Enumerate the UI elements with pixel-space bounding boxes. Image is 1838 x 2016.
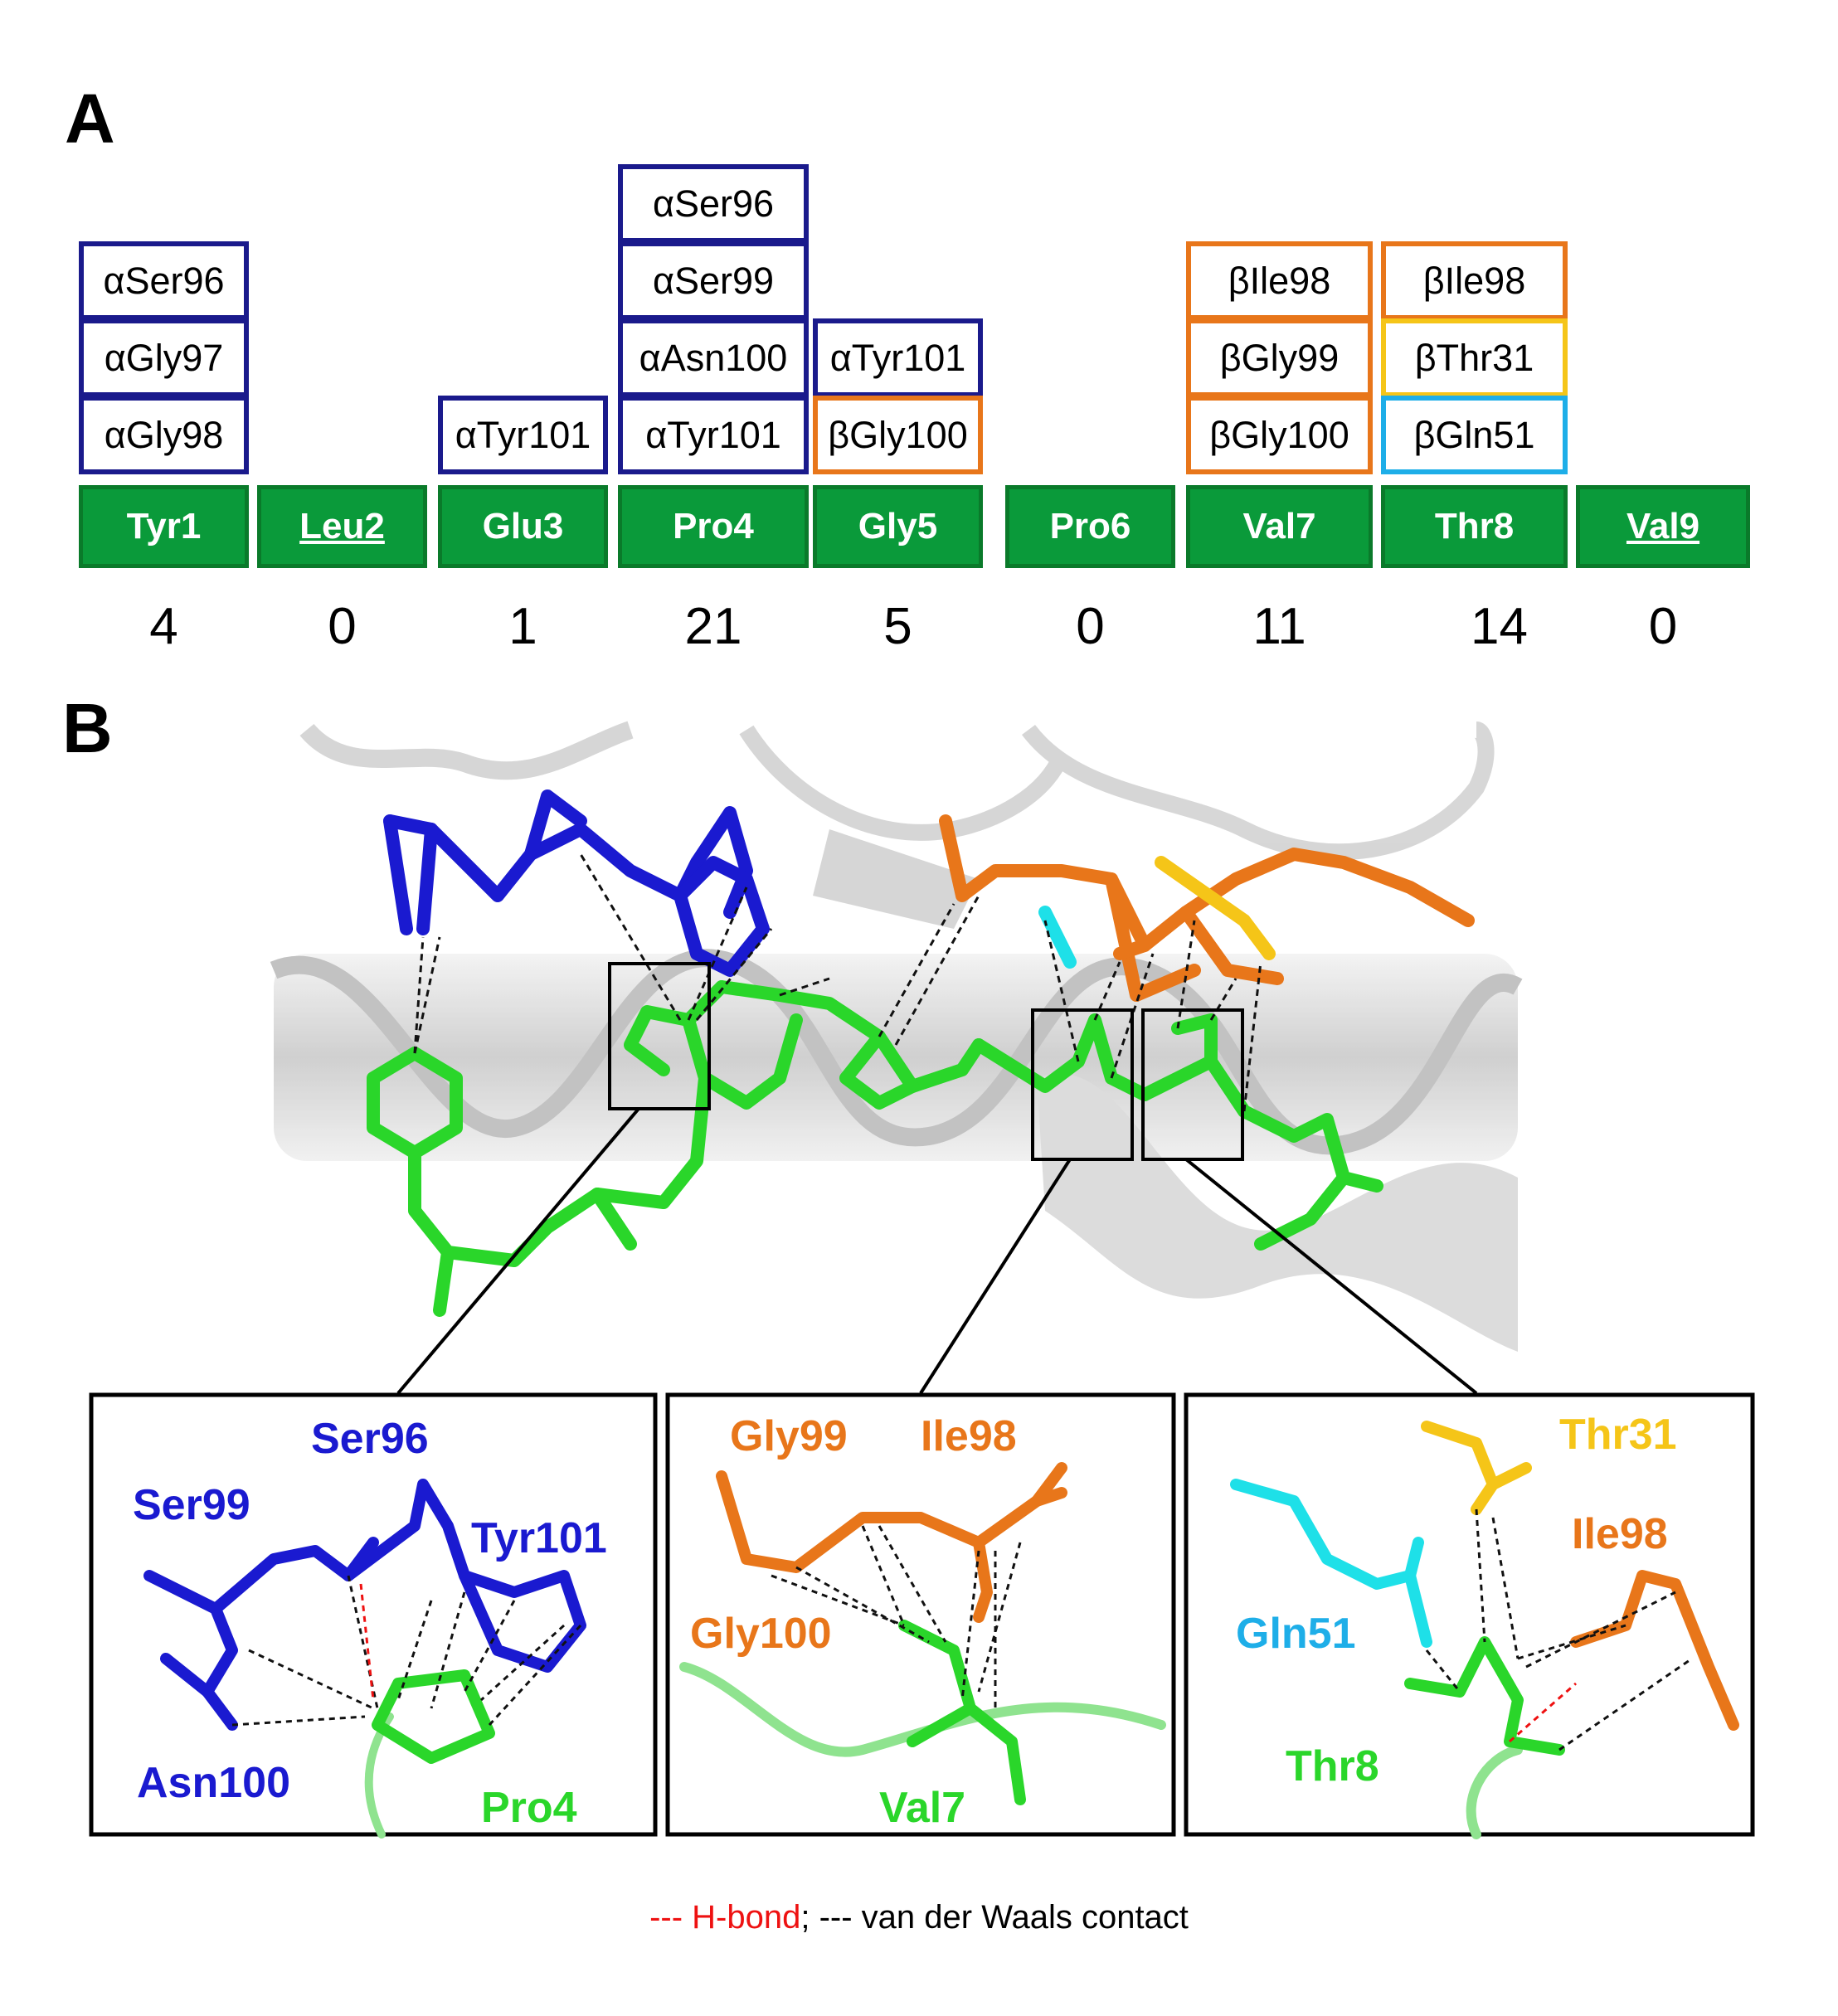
legend-vdw: --- van der Waals contact xyxy=(810,1899,1188,1936)
alpha-chain-residues xyxy=(390,796,763,970)
label-ser99: Ser99 xyxy=(133,1480,250,1530)
label-gly100: Gly100 xyxy=(690,1609,832,1659)
label-ile98-2: Ile98 xyxy=(1572,1509,1668,1559)
label-ser96: Ser96 xyxy=(311,1414,429,1464)
label-thr8: Thr8 xyxy=(1286,1742,1379,1791)
legend: --- H-bond; --- van der Waals contact xyxy=(0,1899,1838,1936)
label-thr31: Thr31 xyxy=(1559,1410,1677,1460)
label-asn100: Asn100 xyxy=(137,1758,290,1808)
legend-hbond: --- H-bond xyxy=(649,1899,800,1936)
label-ile98: Ile98 xyxy=(921,1411,1017,1461)
label-val7: Val7 xyxy=(879,1783,965,1833)
label-tyr101: Tyr101 xyxy=(471,1513,607,1563)
label-pro4: Pro4 xyxy=(481,1783,577,1833)
legend-sep: ; xyxy=(800,1899,810,1936)
label-gln51: Gln51 xyxy=(1236,1609,1356,1659)
label-gly99: Gly99 xyxy=(730,1411,848,1461)
